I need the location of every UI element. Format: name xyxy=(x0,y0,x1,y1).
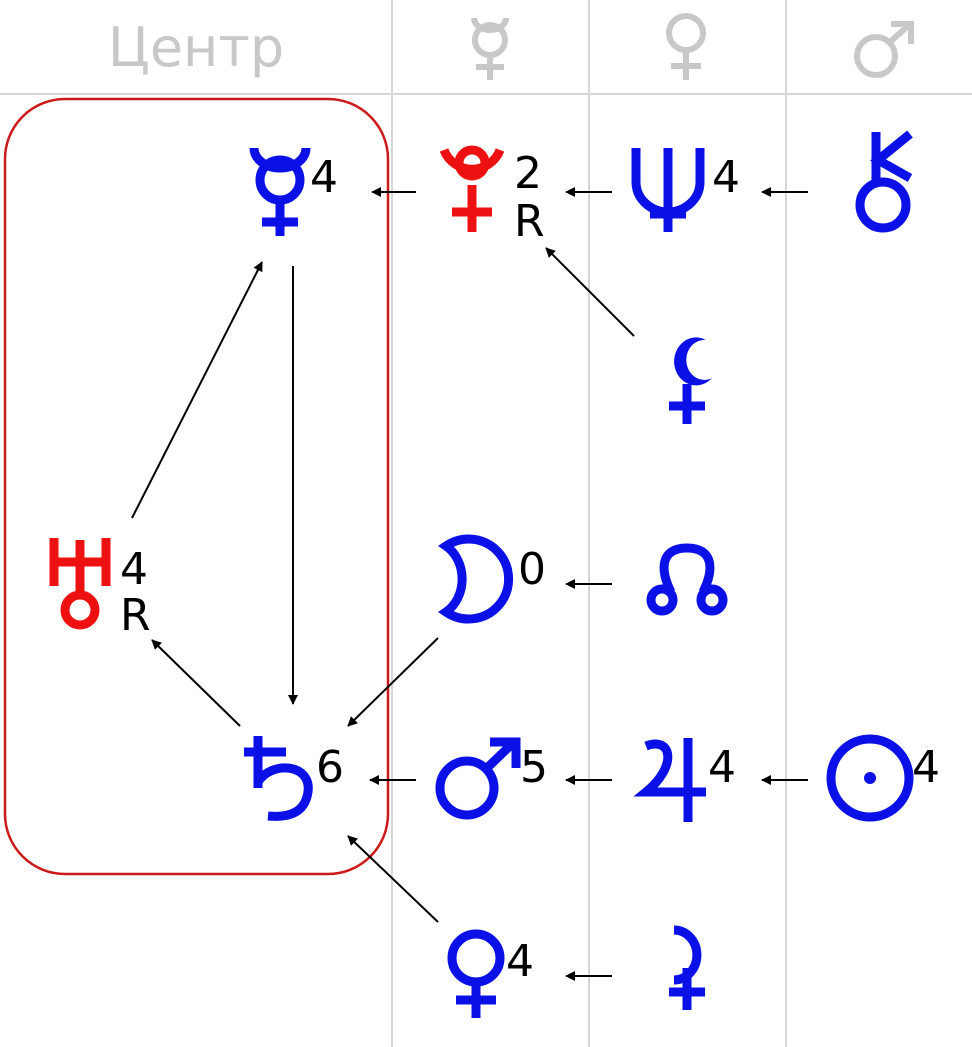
jupiter-score: 4 xyxy=(708,742,736,793)
moon-score: 0 xyxy=(518,544,546,595)
pluto-node: 2 R xyxy=(439,145,545,247)
uranus-node: 4 R xyxy=(49,538,151,641)
arrow-lilith-to-pluto xyxy=(545,247,635,337)
arrow-saturn-to-uranus xyxy=(151,639,241,727)
arrow-uranus-to-mercury xyxy=(131,261,263,519)
arrows xyxy=(131,187,808,981)
selena-node xyxy=(669,925,705,1010)
header-mercury-icon xyxy=(471,17,509,80)
neptune-score: 4 xyxy=(712,152,740,203)
mercury-node: 4 xyxy=(249,147,338,236)
saturn-node: 6 xyxy=(244,736,344,821)
sun-icon xyxy=(826,734,914,822)
lilith-node xyxy=(669,337,712,424)
mars-score: 5 xyxy=(520,742,548,793)
pluto-icon xyxy=(439,145,505,232)
venus-node: 4 xyxy=(447,929,534,1018)
lilith-icon xyxy=(674,337,712,386)
pluto-retro: R xyxy=(514,196,545,247)
venus-score: 4 xyxy=(506,936,534,987)
pluto-score: 2 xyxy=(514,148,542,199)
north-node-node xyxy=(646,543,728,616)
moon-icon xyxy=(438,534,514,624)
mercury-icon xyxy=(249,147,311,236)
uranus-retro: R xyxy=(120,590,151,641)
sun-node: 4 xyxy=(826,734,940,822)
header-venus-icon xyxy=(666,13,706,80)
arrow-moon-to-saturn xyxy=(347,637,439,727)
header-mars-icon xyxy=(854,21,914,78)
saturn-icon xyxy=(244,736,313,821)
neptune-node: 4 xyxy=(631,148,740,232)
sun-score: 4 xyxy=(912,742,940,793)
venus-icon xyxy=(447,929,505,1018)
center-group-frame xyxy=(3,97,390,876)
mercury-score: 4 xyxy=(310,152,338,203)
jupiter-node: 4 xyxy=(633,738,736,822)
moon-node: 0 xyxy=(438,534,546,624)
chiron-node xyxy=(855,130,913,233)
chiron-icon xyxy=(855,130,913,233)
selena-icon xyxy=(669,925,705,1010)
mars-icon xyxy=(435,737,521,820)
mars-node: 5 xyxy=(435,737,548,820)
arrow-venus-to-saturn xyxy=(347,835,439,923)
uranus-score: 4 xyxy=(120,544,148,595)
north-node-icon xyxy=(646,543,728,616)
neptune-icon xyxy=(631,148,705,232)
uranus-icon xyxy=(49,538,111,630)
saturn-score: 6 xyxy=(316,742,344,793)
jupiter-icon xyxy=(633,738,706,822)
header-center: Центр xyxy=(108,16,284,79)
